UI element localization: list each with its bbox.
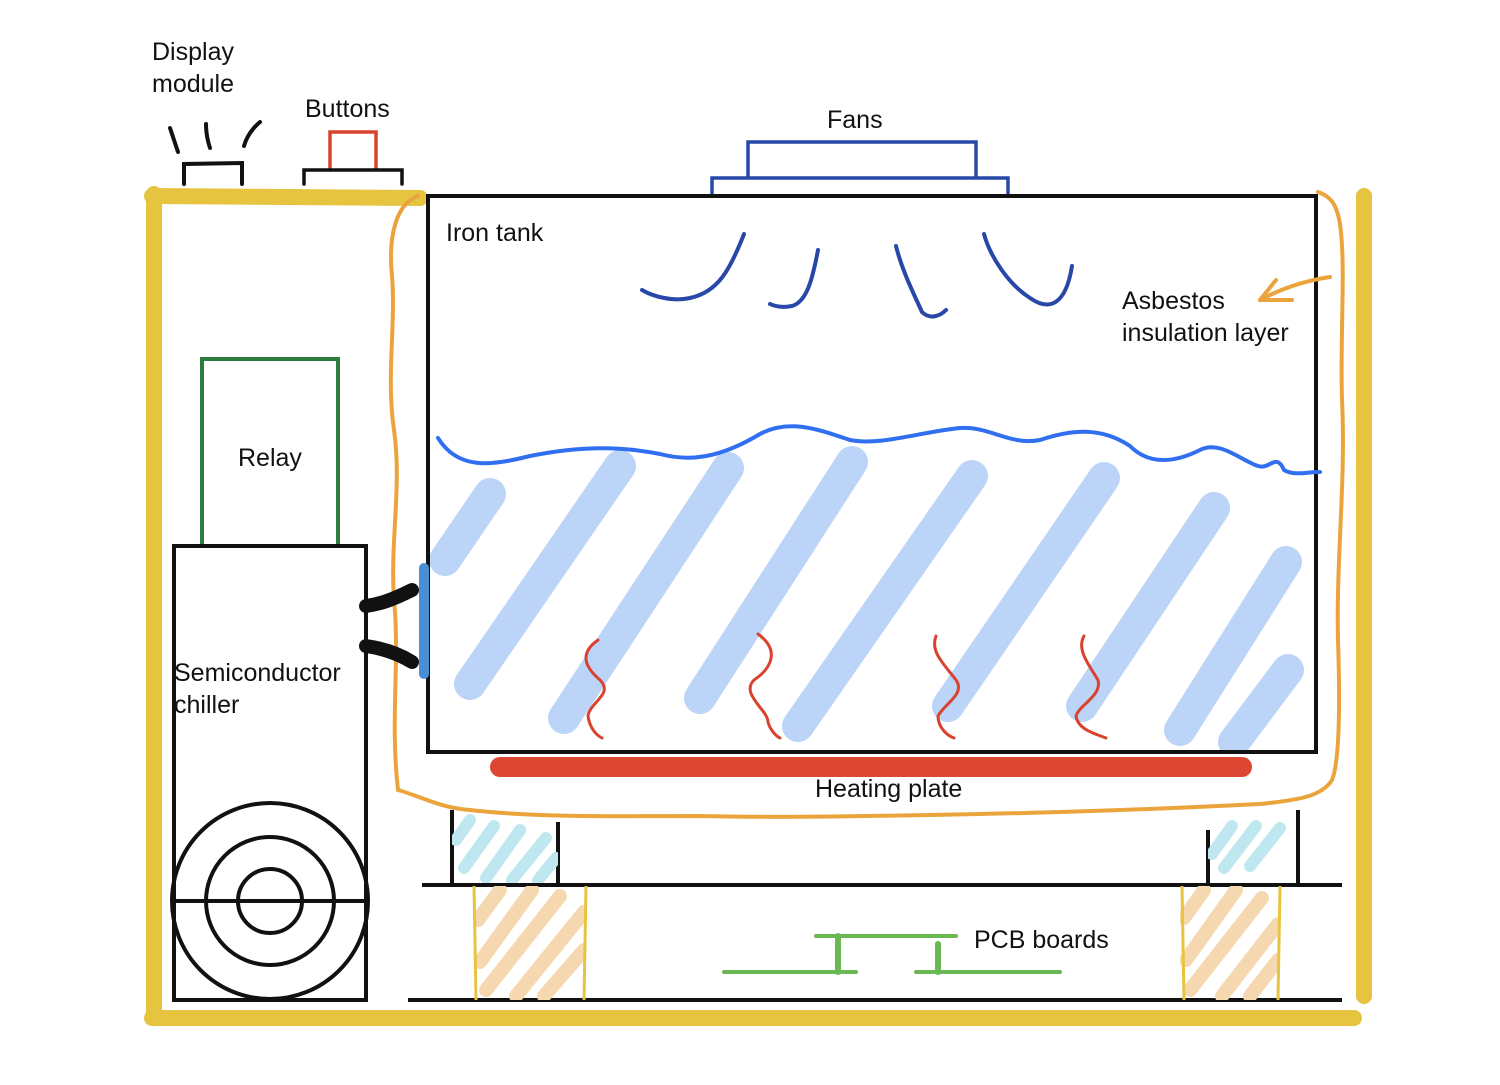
label-display-module: Display module bbox=[152, 38, 234, 98]
fans-housing bbox=[710, 140, 1010, 196]
label-pcb-boards: PCB boards bbox=[974, 926, 1109, 954]
label-fans: Fans bbox=[827, 106, 883, 134]
legs-hatch-left bbox=[452, 814, 558, 884]
iron-tank bbox=[426, 194, 1318, 754]
label-iron-tank: Iron tank bbox=[446, 219, 544, 247]
water-surface bbox=[436, 424, 1322, 476]
asbestos-arrow bbox=[1258, 275, 1332, 302]
label-asbestos: Asbestos insulation layer bbox=[1122, 287, 1289, 347]
support-pillars-hatch bbox=[474, 886, 1280, 1000]
support-legs bbox=[450, 810, 1300, 884]
water-hatch bbox=[429, 446, 1304, 752]
heat-waves bbox=[584, 632, 1108, 740]
airflow-curves bbox=[640, 232, 1074, 319]
label-relay: Relay bbox=[238, 444, 302, 472]
buttons-part bbox=[302, 130, 404, 186]
outer-frame bbox=[144, 186, 1372, 1026]
label-heating-plate: Heating plate bbox=[815, 775, 963, 803]
chiller-fan bbox=[170, 801, 370, 1001]
pcb-boards bbox=[722, 933, 1062, 975]
shelves bbox=[408, 883, 1342, 1002]
support-pillars bbox=[472, 885, 1282, 1001]
legs-hatch-right bbox=[1208, 820, 1286, 874]
label-chiller: Semiconductor chiller bbox=[174, 659, 341, 719]
insulation-layer bbox=[388, 190, 1345, 819]
display-module bbox=[168, 120, 262, 186]
thermal-connector bbox=[359, 583, 419, 669]
label-buttons: Buttons bbox=[305, 95, 390, 123]
